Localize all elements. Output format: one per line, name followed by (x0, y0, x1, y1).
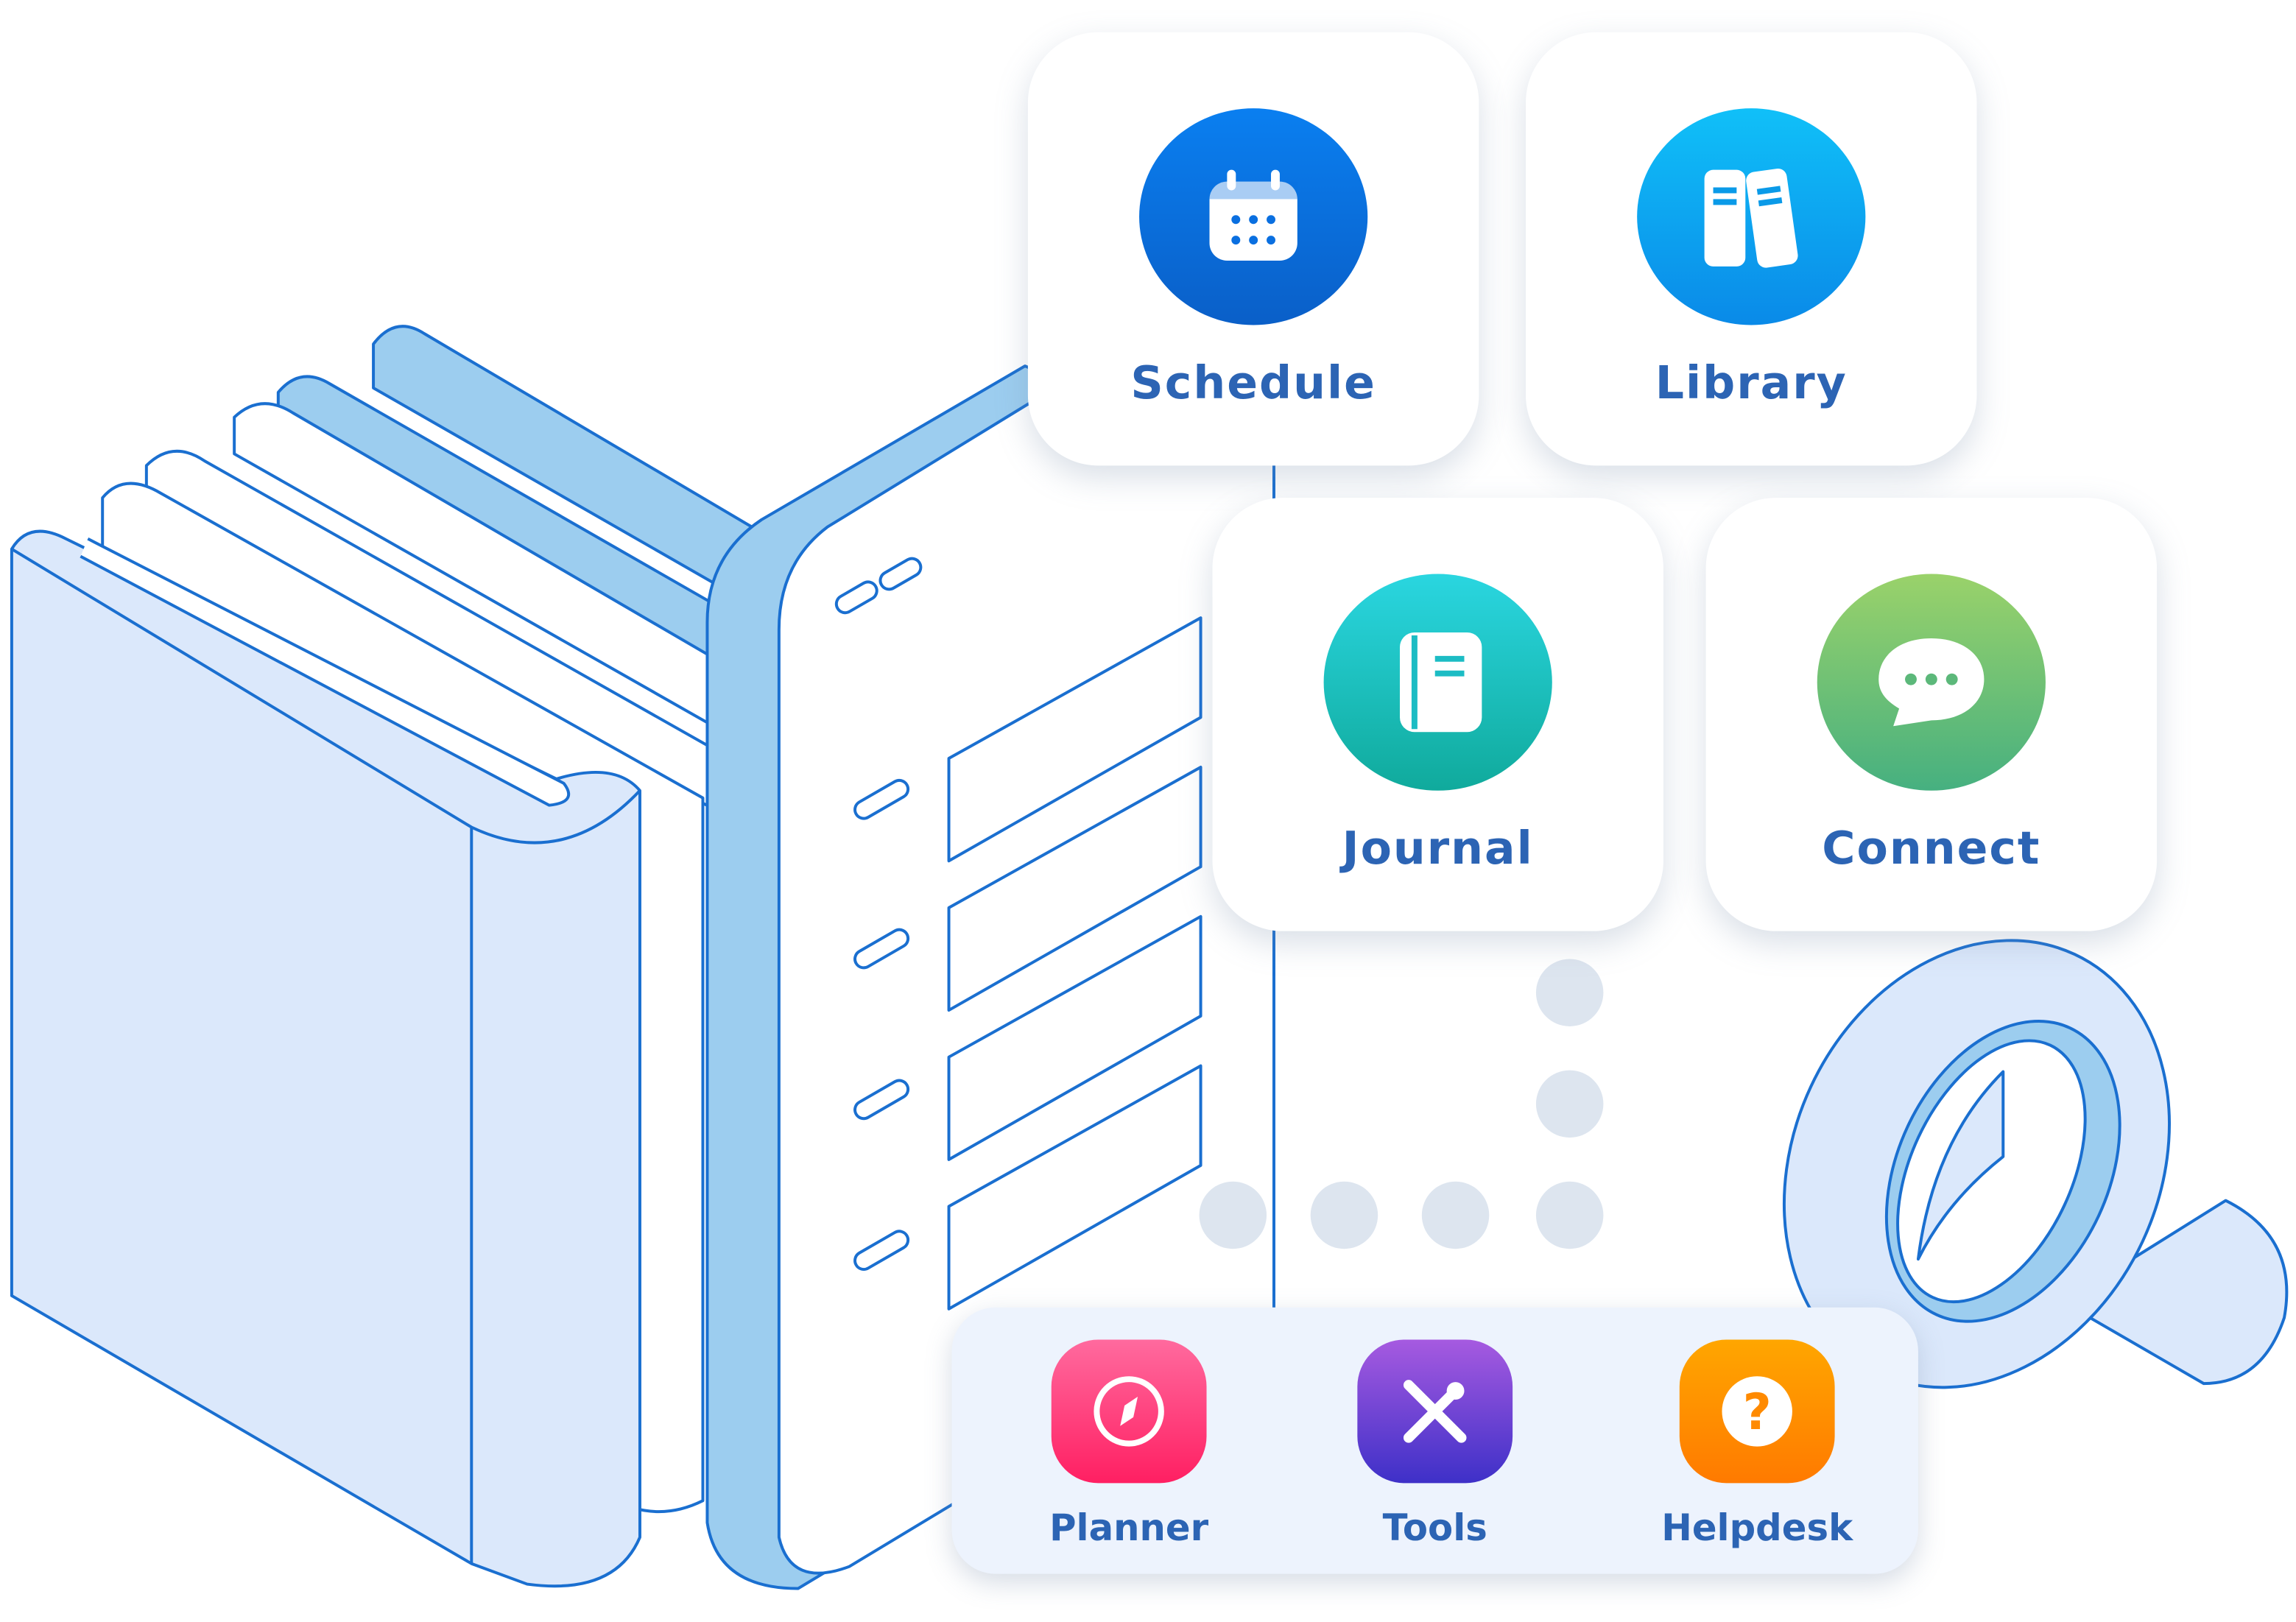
connect-card[interactable]: Connect (1705, 498, 2158, 931)
chat-bubble-icon (1817, 574, 2046, 791)
journal-card[interactable]: Journal (1212, 498, 1663, 931)
notebook-icon (1323, 574, 1552, 791)
magnifier-icon (1782, 939, 2289, 1389)
decor-dot (1535, 1070, 1604, 1138)
helpdesk-label: Helpdesk (1661, 1506, 1853, 1549)
tools-label: Tools (1382, 1506, 1487, 1549)
books-icon (1637, 108, 1866, 325)
planner-button[interactable]: Planner (1012, 1339, 1246, 1549)
schedule-label: Schedule (1130, 357, 1376, 410)
schedule-card[interactable]: Schedule (1027, 32, 1479, 466)
helpdesk-button[interactable]: ? Helpdesk (1640, 1339, 1874, 1549)
decor-dot (1421, 1181, 1490, 1249)
app-dock: Planner Tools ? Helpdesk (951, 1307, 1918, 1574)
library-label: Library (1655, 357, 1848, 410)
decor-dot (1310, 1181, 1378, 1249)
library-card[interactable]: Library (1526, 32, 1977, 466)
decor-dot (1535, 1181, 1604, 1249)
svg-text:?: ? (1743, 1383, 1772, 1441)
decor-dot (1199, 1181, 1267, 1249)
calendar-icon (1139, 108, 1368, 325)
connect-label: Connect (1822, 822, 2041, 876)
help-icon: ? (1679, 1339, 1835, 1484)
decor-dot (1535, 959, 1604, 1026)
tools-button[interactable]: Tools (1318, 1339, 1552, 1549)
tools-icon (1357, 1339, 1513, 1484)
compass-icon (1051, 1339, 1207, 1484)
journal-label: Journal (1342, 822, 1534, 876)
planner-label: Planner (1049, 1506, 1209, 1549)
